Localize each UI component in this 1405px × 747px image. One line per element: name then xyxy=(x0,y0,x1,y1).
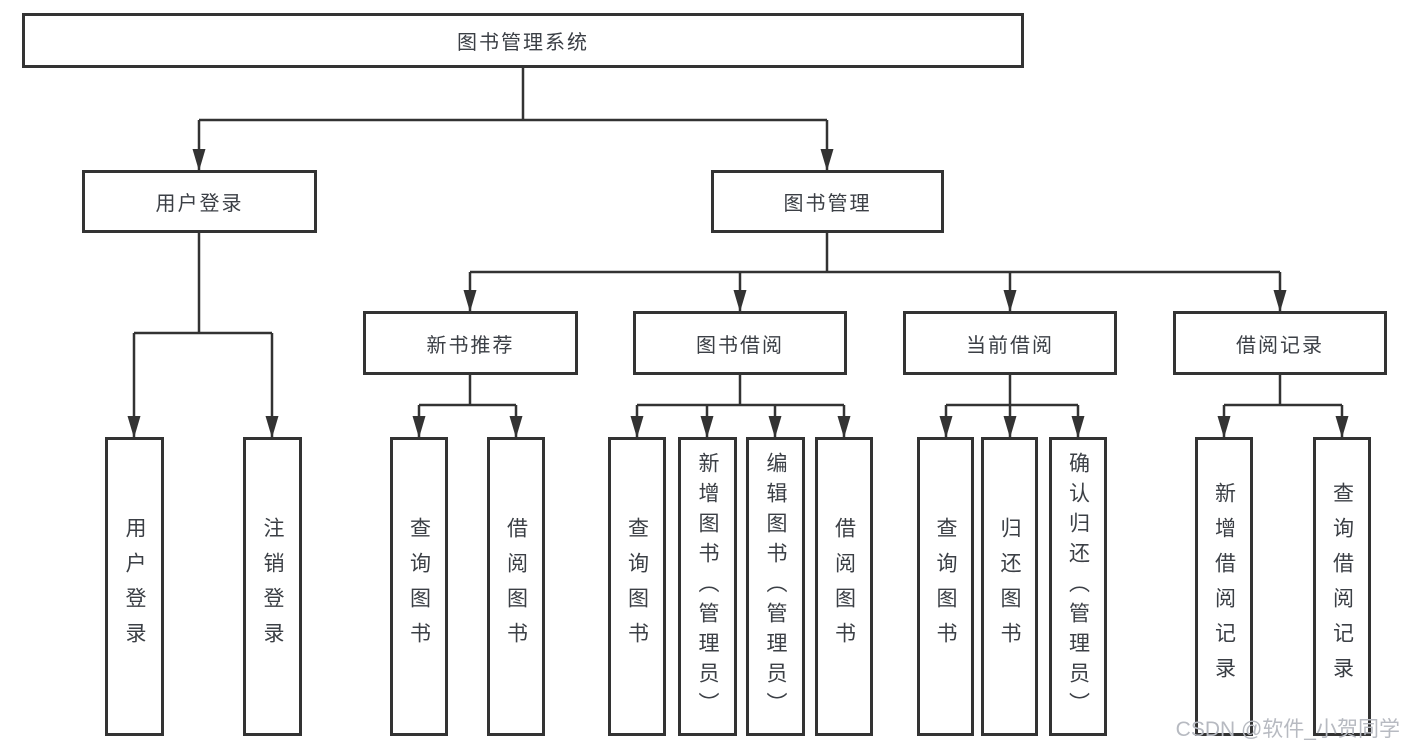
leaf-bb-query-books-label: 查询图书 xyxy=(625,516,649,657)
leaf-nb-query-books: 查询图书 xyxy=(390,437,448,736)
leaf-cb-return-books-label: 归还图书 xyxy=(998,516,1021,657)
leaf-user-login: 用户登录 xyxy=(105,437,164,736)
leaf-bb-add-book-admin: 新增图书（管理员） xyxy=(678,437,737,736)
node-current-borrowing-label: 当前借阅 xyxy=(966,334,1054,357)
leaf-logout: 注销登录 xyxy=(243,437,302,736)
leaf-bb-borrow-books-label: 借阅图书 xyxy=(832,516,856,657)
node-new-book-recommend-label: 新书推荐 xyxy=(426,334,515,357)
node-book-borrowing-label: 图书借阅 xyxy=(696,334,784,357)
node-borrowing-records: 借阅记录 xyxy=(1173,311,1387,375)
leaf-br-add-record: 新增借阅记录 xyxy=(1195,437,1253,736)
leaf-cb-confirm-return-admin: 确认归还（管理员） xyxy=(1049,437,1107,736)
csdn-watermark: CSDN @软件_小贺同学 xyxy=(1175,718,1400,741)
node-book-management: 图书管理 xyxy=(711,170,944,233)
node-current-borrowing: 当前借阅 xyxy=(903,311,1117,375)
node-borrowing-records-label: 借阅记录 xyxy=(1236,334,1324,357)
leaf-br-query-record: 查询借阅记录 xyxy=(1313,437,1371,736)
node-root-library-system: 图书管理系统 xyxy=(22,13,1024,68)
leaf-cb-query-books: 查询图书 xyxy=(917,437,974,736)
leaf-nb-borrow-books-label: 借阅图书 xyxy=(504,516,528,657)
node-book-management-label: 图书管理 xyxy=(783,193,872,215)
node-root-label: 图书管理系统 xyxy=(457,32,589,54)
leaf-cb-query-books-label: 查询图书 xyxy=(934,516,957,657)
leaf-cb-return-books: 归还图书 xyxy=(981,437,1038,736)
leaf-bb-edit-book-admin-label: 编辑图书（管理员） xyxy=(764,451,787,722)
node-user-login-label: 用户登录 xyxy=(155,193,244,215)
leaf-nb-query-books-label: 查询图书 xyxy=(407,516,431,657)
node-user-login: 用户登录 xyxy=(82,170,317,233)
leaf-bb-borrow-books: 借阅图书 xyxy=(815,437,873,736)
leaf-nb-borrow-books: 借阅图书 xyxy=(487,437,545,736)
leaf-br-add-record-label: 新增借阅记录 xyxy=(1212,481,1236,692)
leaf-br-query-record-label: 查询借阅记录 xyxy=(1330,481,1354,692)
node-new-book-recommend: 新书推荐 xyxy=(363,311,578,375)
leaf-bb-add-book-admin-label: 新增图书（管理员） xyxy=(696,451,719,722)
leaf-user-login-label: 用户登录 xyxy=(123,516,146,657)
leaf-cb-confirm-return-admin-label: 确认归还（管理员） xyxy=(1066,451,1090,722)
node-book-borrowing: 图书借阅 xyxy=(633,311,847,375)
leaf-logout-label: 注销登录 xyxy=(261,516,284,657)
leaf-bb-query-books: 查询图书 xyxy=(608,437,666,736)
leaf-bb-edit-book-admin: 编辑图书（管理员） xyxy=(746,437,805,736)
